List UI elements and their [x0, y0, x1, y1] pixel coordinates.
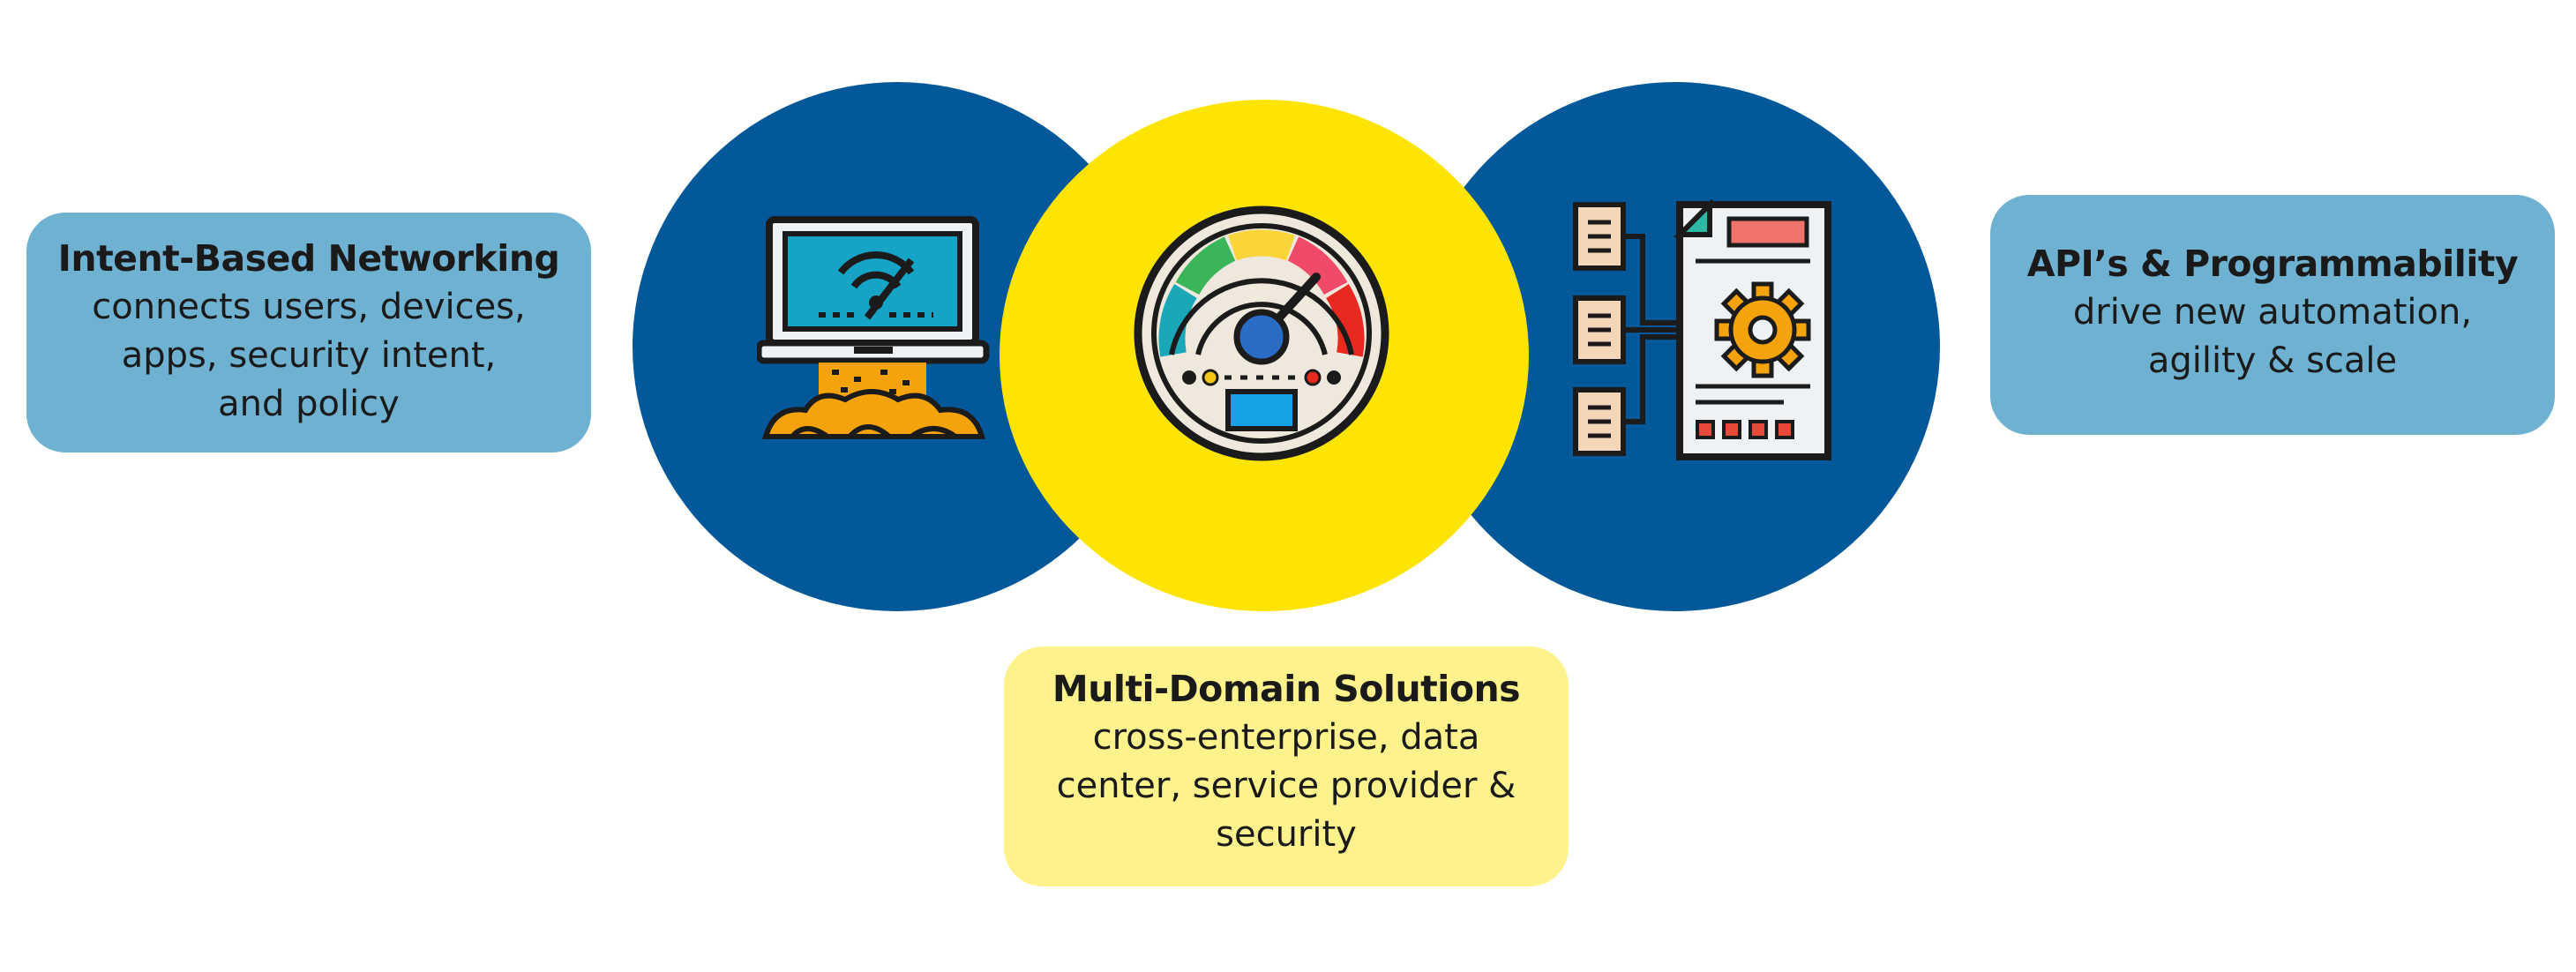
box-title: Multi-Domain Solutions [1052, 668, 1521, 710]
laptop-wifi-icon [757, 216, 990, 439]
document-gear-icon [1573, 199, 1831, 460]
multi-domain-solutions-box: Multi-Domain Solutions cross-enterprise,… [1004, 647, 1569, 886]
box-line: and policy [218, 384, 400, 424]
speedometer-icon [1134, 206, 1389, 461]
box-line: agility & scale [2147, 340, 2398, 381]
intent-based-networking-box: Intent-Based Networking connects users, … [26, 213, 591, 452]
box-title: API’s & Programmability [2026, 243, 2519, 285]
apis-programmability-box: API’s & Programmability drive new automa… [1990, 195, 2555, 435]
box-line: drive new automation, [2072, 292, 2473, 333]
box-line: security [1216, 814, 1357, 855]
box-line: apps, security intent, [121, 335, 497, 376]
box-line: cross-enterprise, data [1092, 717, 1480, 758]
box-line: connects users, devices, [92, 287, 526, 327]
box-title: Intent-Based Networking [57, 237, 560, 280]
box-line: center, service provider & [1056, 766, 1516, 806]
